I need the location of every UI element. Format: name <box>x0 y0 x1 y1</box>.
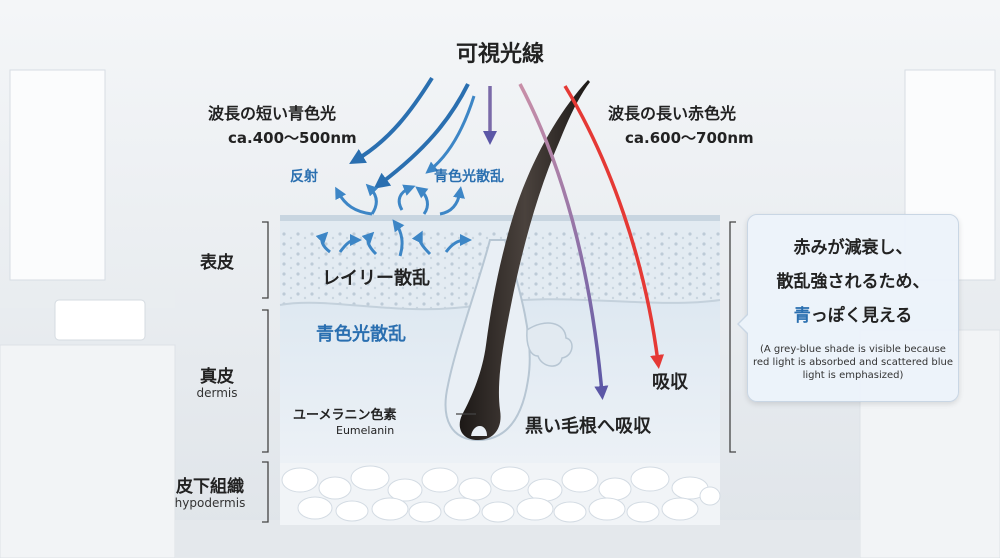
root-absorption-label: 黒い毛根へ吸収 <box>525 416 651 437</box>
callout-highlight: 青 <box>793 306 811 326</box>
dermis-label: 真皮 <box>200 367 234 387</box>
absorption-label: 吸収 <box>652 372 688 393</box>
blue-scatter-top-label: 青色光散乱 <box>434 169 504 185</box>
scatter-arrow-top-2 <box>439 186 465 216</box>
callout-line-3-rest: っぽく見える <box>810 306 913 326</box>
eumelanin-label: ユーメラニン色素 <box>293 408 397 423</box>
dermis-en-label: dermis <box>196 386 238 400</box>
callout-english-note: (A grey-blue shade is visible because re… <box>752 344 954 381</box>
sebaceous-gland <box>526 322 573 367</box>
window-left <box>9 69 106 281</box>
blue-scatter-dermis-label: 青色光散乱 <box>316 324 406 345</box>
floor <box>175 520 860 558</box>
violet-arrow-to-root <box>518 83 609 400</box>
hair-bulb-notch <box>471 426 487 437</box>
callout-line-2: 散乱強されるため、 <box>776 272 930 292</box>
fat-cells <box>281 465 721 523</box>
reflection-arrow <box>335 186 373 216</box>
eumelanin-en-label: Eumelanin <box>336 424 395 437</box>
red-light-arrow <box>563 85 665 369</box>
short-wave-range: ca.400〜500nm <box>228 129 357 147</box>
rayleigh-scatter-arrows <box>315 219 472 257</box>
reflection-arrow-2 <box>365 183 379 215</box>
blue-light-arrow-2 <box>373 83 470 189</box>
hypodermis-label: 皮下組織 <box>176 477 244 497</box>
explanation-callout: 赤みが減衰し、 散乱強されるため、 青っぽく見える (A grey-blue s… <box>737 214 959 402</box>
scatter-arrow-top-3 <box>397 184 416 211</box>
cabinet-left <box>0 344 176 558</box>
blue-light-arrow-1 <box>349 76 434 165</box>
callout-line-1: 赤みが減衰し、 <box>793 238 913 258</box>
short-wave-label: 波長の短い青色光 <box>208 104 337 123</box>
title: 可視光線 <box>455 42 544 67</box>
callout-line-3: 青っぽく見える <box>748 301 958 326</box>
hair-shaft <box>459 80 590 440</box>
epidermis-label: 表皮 <box>200 253 234 273</box>
scatter-arrow-top-1 <box>415 186 429 215</box>
reflection-label: 反射 <box>290 169 318 185</box>
layer-brackets <box>262 221 736 523</box>
long-wave-range: ca.600〜700nm <box>625 129 754 147</box>
hypodermis-en-label: hypodermis <box>174 496 246 510</box>
long-wave-label: 波長の長い赤色光 <box>608 104 737 123</box>
sink-left <box>54 299 146 341</box>
blue-light-arrow-3 <box>425 95 476 174</box>
rayleigh-label: レイリー散乱 <box>322 268 430 289</box>
